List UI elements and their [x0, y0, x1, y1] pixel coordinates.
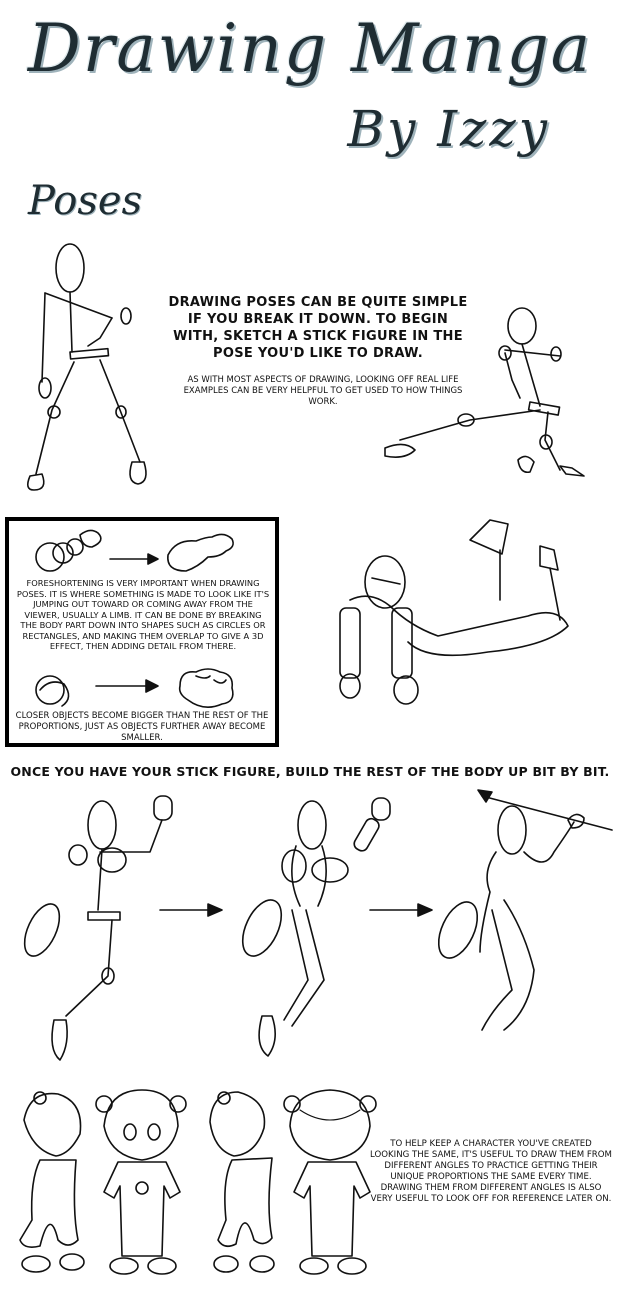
- author-byline: By Izzy: [347, 100, 550, 158]
- foreshortened-figure-icon: [339, 519, 569, 705]
- intro-text: Drawing poses can be quite simple if you…: [168, 295, 468, 361]
- stick-figure-kicking-icon: [384, 307, 585, 477]
- page-title: Drawing Manga: [27, 10, 593, 87]
- section-title: Poses: [28, 178, 143, 224]
- build-up-text: Once you have your stick figure, build t…: [10, 764, 610, 779]
- foreshortening-box: [5, 517, 279, 747]
- intro-note: As with most aspects of drawing, looking…: [183, 375, 463, 407]
- build-sequence-icon: [23, 789, 613, 1061]
- foreshortening-hand-icon: [35, 668, 234, 708]
- foreshortening-arm-icon: [35, 529, 234, 572]
- character-turnaround-icon: [19, 1089, 377, 1275]
- stick-figure-icon: [26, 243, 147, 491]
- foreshortening-closer-text: Closer objects become bigger than the re…: [15, 711, 269, 743]
- turnaround-text: To help keep a character you've created …: [370, 1139, 612, 1204]
- foreshortening-text: Foreshortening is very important when dr…: [16, 578, 270, 651]
